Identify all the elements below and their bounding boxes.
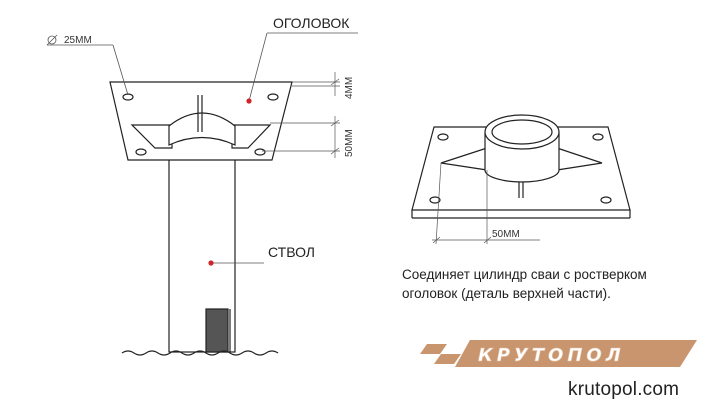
perspective-view-cap (411, 114, 631, 219)
thickness-label: 4ММ (344, 77, 355, 99)
plate-hole-3d (592, 133, 604, 141)
rib-width-label: 50ММ (492, 229, 520, 240)
caption-text: Соединяет цилиндр сваи с ростверком огол… (402, 267, 647, 301)
plate-hole (135, 148, 147, 156)
head-label: ОГОЛОВОК (273, 15, 350, 31)
shaft-leader (208, 260, 264, 266)
shaft-marker (208, 260, 214, 266)
logo-text: КРУТОПОЛ (478, 345, 625, 366)
cylinder-rim-inner (491, 119, 553, 145)
head-leader (246, 32, 358, 104)
diameter-dimension (46, 34, 129, 96)
plate-hole (267, 93, 279, 101)
thickness-dimension (292, 72, 340, 96)
website-label: krutopol.com (568, 379, 680, 400)
diameter-label: 25ММ (64, 35, 92, 46)
shaft-label: СТВОЛ (268, 244, 315, 260)
shaft-insert (205, 308, 229, 353)
rib-height-label: 50ММ (344, 129, 355, 157)
plate-hole-3d (600, 196, 612, 204)
plate-hole (254, 148, 266, 156)
rib-width-dimension (432, 162, 540, 245)
logo-banner (455, 340, 697, 367)
logo: КРУТОПОЛ (420, 340, 697, 367)
plate-hole-3d (429, 196, 441, 204)
head-marker (246, 98, 252, 104)
side-view-pile (109, 81, 293, 353)
rib-height-dimension (262, 116, 340, 158)
plate-hole-3d (437, 133, 449, 141)
rib-left (130, 124, 173, 149)
ground-line (121, 350, 279, 356)
